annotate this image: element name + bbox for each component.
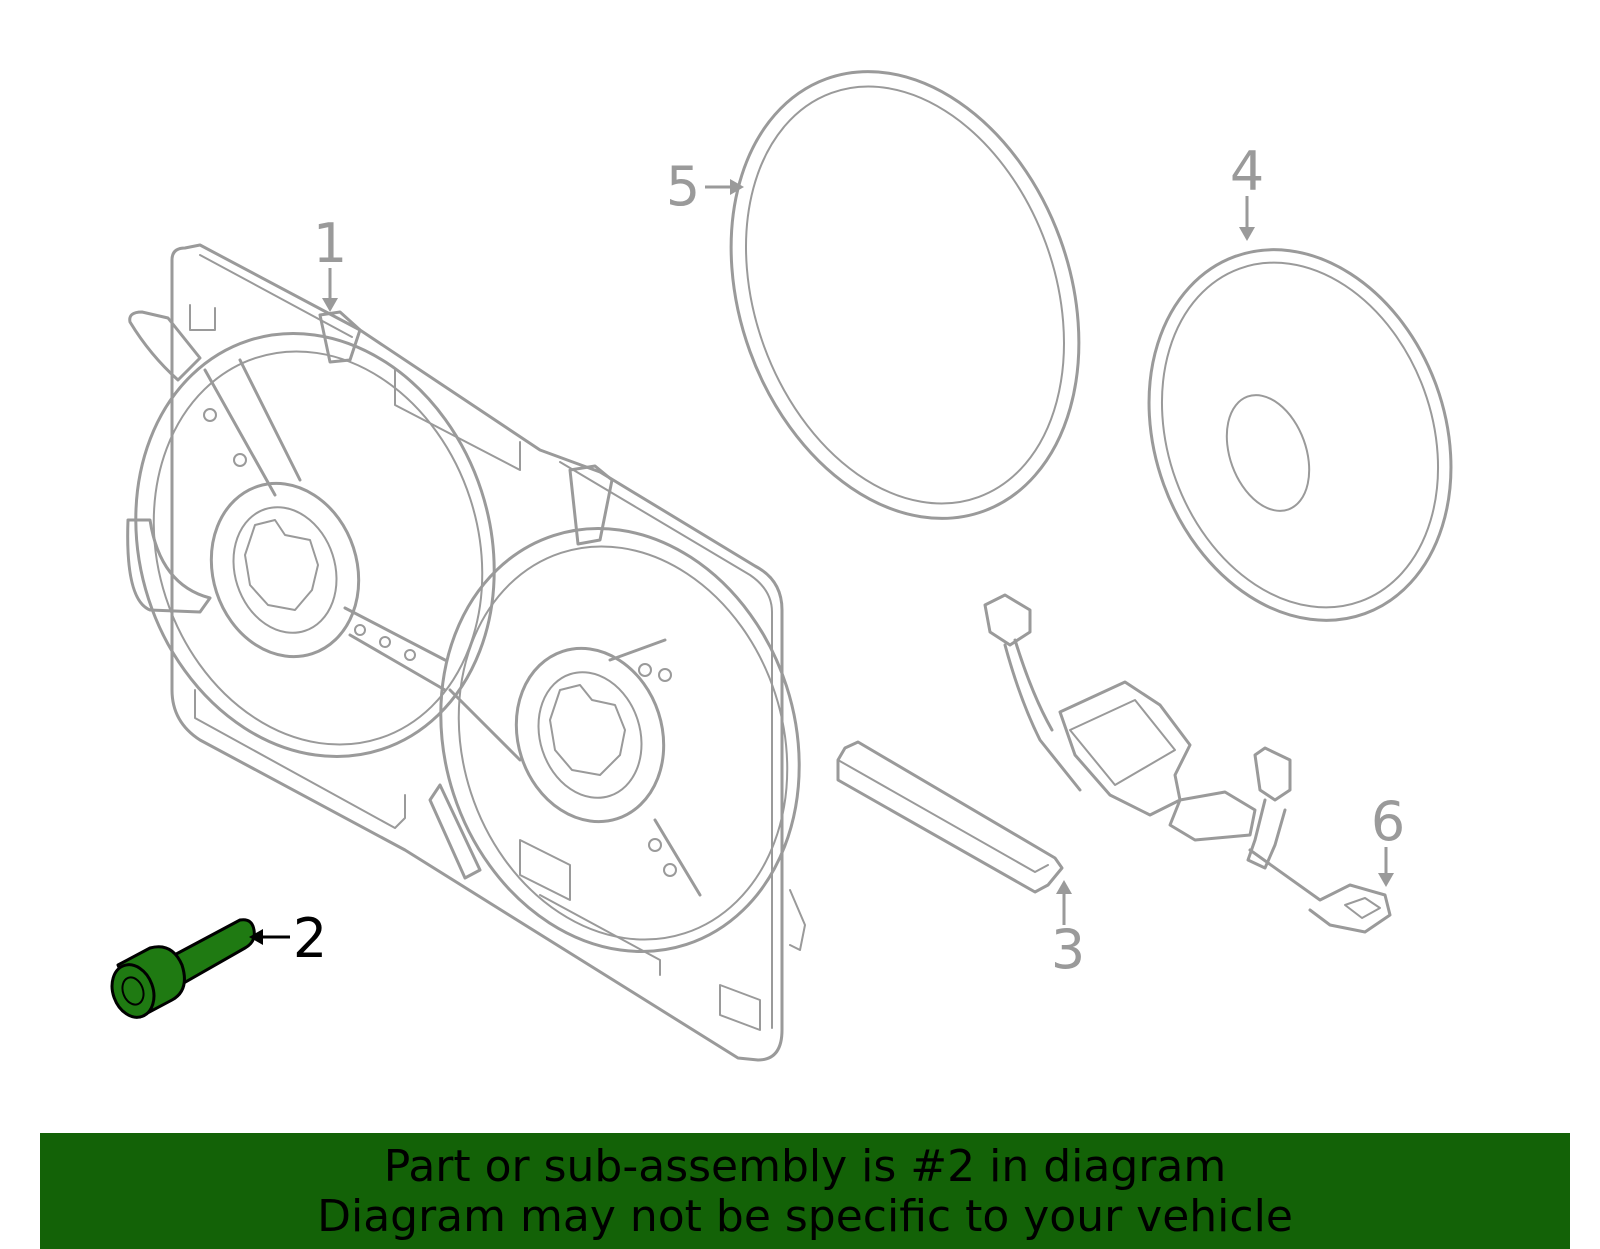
callout-3[interactable]: 3 (1051, 880, 1085, 981)
callout-4-label: 4 (1230, 140, 1264, 203)
wiring-harness-part-6[interactable] (983, 593, 1392, 934)
fan-disc-part-4[interactable] (1099, 207, 1501, 663)
fan-ring-part-5[interactable] (671, 22, 1138, 567)
bolt-part-2[interactable] (105, 918, 256, 1023)
callout-5-arrowhead (730, 179, 744, 195)
callout-2-label: 2 (293, 907, 327, 970)
callout-3-label: 3 (1051, 918, 1085, 981)
resistor-part-3[interactable] (836, 740, 1064, 894)
callout-6-label: 6 (1371, 790, 1405, 853)
fan-shroud-part-1[interactable] (82, 243, 853, 1062)
callout-5[interactable]: 5 (666, 155, 744, 218)
callout-4[interactable]: 4 (1230, 140, 1264, 241)
callout-6-arrowhead (1378, 873, 1394, 887)
callout-1[interactable]: 1 (313, 212, 347, 312)
callout-2-arrowhead (249, 929, 263, 945)
banner-line-2: Diagram may not be specific to your vehi… (317, 1191, 1293, 1242)
callout-4-arrowhead (1239, 227, 1255, 241)
callout-3-arrowhead (1056, 880, 1072, 894)
callout-1-label: 1 (313, 212, 347, 275)
callout-1-arrowhead (322, 298, 338, 312)
callout-6[interactable]: 6 (1371, 790, 1405, 887)
callout-2[interactable]: 2 (249, 907, 327, 970)
info-banner: Part or sub-assembly is #2 in diagram Di… (40, 1133, 1570, 1249)
banner-line-1: Part or sub-assembly is #2 in diagram (383, 1141, 1227, 1192)
callout-5-label: 5 (666, 155, 700, 218)
